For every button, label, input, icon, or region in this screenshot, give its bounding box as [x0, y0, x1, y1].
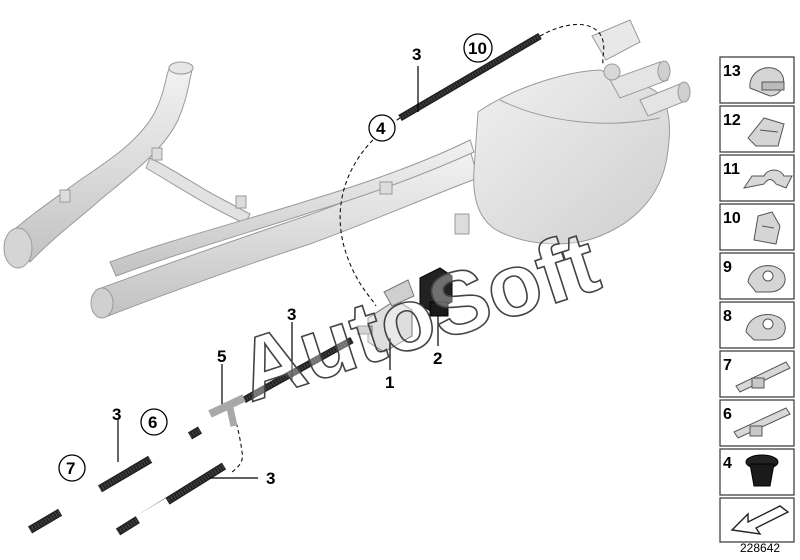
front-pipe-left-end — [3, 227, 33, 269]
t-piece — [208, 394, 246, 427]
hose-top-texture — [398, 34, 542, 120]
callout-numbers: 1 2 3 3 3 3 4 5 6 7 10 — [66, 39, 487, 488]
side-box-7 — [719, 350, 795, 398]
callout-7: 7 — [66, 459, 75, 478]
callout-3-top: 3 — [412, 45, 421, 64]
cable-tie-6-icon — [733, 407, 791, 439]
side-label-9: 9 — [723, 259, 732, 276]
cable-tie-7-icon — [735, 361, 791, 393]
secondary-pipe — [109, 139, 475, 277]
hanger-5 — [59, 189, 71, 203]
route-top — [539, 23, 605, 67]
callout-2: 2 — [433, 349, 442, 368]
clamp-13-icon — [749, 67, 785, 97]
tailpipe-left — [609, 61, 669, 99]
route-valve — [339, 117, 401, 307]
bracket-11-icon — [742, 169, 793, 189]
flap-actuator — [603, 63, 621, 81]
sleeve-6 — [147, 432, 193, 463]
callout-1: 1 — [385, 373, 394, 392]
hanger-3 — [379, 181, 393, 195]
clip-8-icon — [745, 314, 786, 341]
callout-3-middle: 3 — [287, 305, 296, 324]
solenoid-valve — [357, 279, 415, 353]
hanger-2 — [235, 195, 247, 209]
hoses — [27, 32, 542, 536]
callout-6: 6 — [148, 413, 157, 432]
callout-3-left: 3 — [112, 405, 121, 424]
reference-number: 228642 — [740, 541, 780, 555]
exhaust-system — [3, 19, 691, 319]
tailpipe-right-tip — [677, 81, 691, 103]
direction-arrow-icon — [730, 505, 790, 535]
clip-12-icon — [747, 117, 785, 147]
hanger-1 — [151, 147, 163, 161]
callout-circles — [58, 33, 493, 482]
callout-3-lower: 3 — [266, 469, 275, 488]
side-label-4: 4 — [723, 455, 732, 472]
front-pipe-left — [7, 65, 193, 263]
rear-muffler — [473, 69, 670, 245]
side-panel: 13 12 11 10 9 — [719, 56, 795, 543]
sleeve-lower — [135, 498, 171, 524]
clip-9-icon — [747, 265, 786, 293]
valve-holder — [419, 267, 453, 317]
side-label-13: 13 — [723, 63, 741, 80]
exhaust-flap — [591, 19, 641, 61]
hose-lower-right — [115, 462, 227, 536]
callout-10: 10 — [468, 39, 487, 58]
hose-middle-texture — [243, 338, 353, 402]
callout-5: 5 — [217, 347, 226, 366]
side-label-7: 7 — [723, 357, 732, 374]
grommet-4-icon — [745, 454, 779, 487]
sleeve-7 — [57, 485, 103, 516]
muffler-seam — [499, 99, 661, 124]
main-pipe-end — [90, 287, 114, 319]
front-pipe-left-top — [168, 61, 194, 75]
clip-10-icon — [753, 211, 781, 245]
hanger-4 — [454, 213, 470, 235]
crossover-pipe — [145, 157, 251, 225]
side-label-12: 12 — [723, 112, 741, 129]
side-label-6: 6 — [723, 406, 732, 423]
side-label-10: 10 — [723, 210, 741, 227]
tailpipe-left-tip — [657, 60, 671, 82]
callout-4: 4 — [376, 119, 386, 138]
leader-lines — [117, 66, 439, 479]
side-label-8: 8 — [723, 308, 732, 325]
side-label-11: 11 — [723, 161, 740, 178]
